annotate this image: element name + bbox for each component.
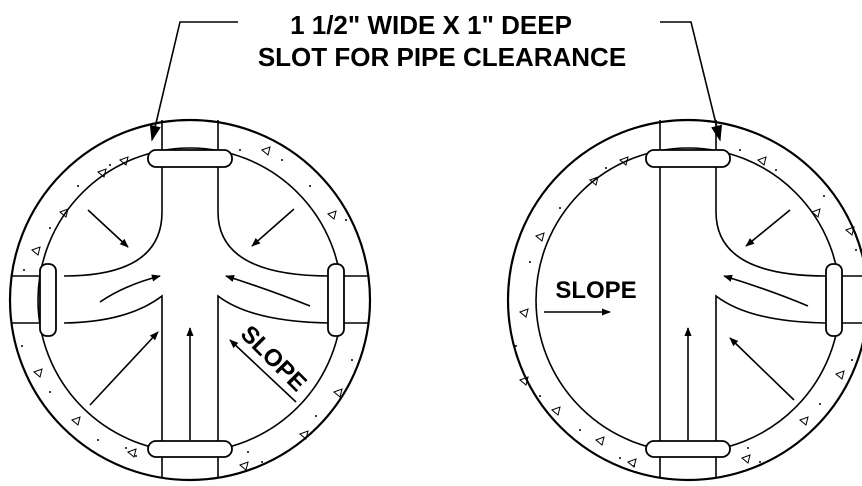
right-slope-label: SLOPE — [555, 277, 636, 304]
callout-leader-right — [660, 21, 723, 142]
callout-line-2: SLOT FOR PIPE CLEARANCE — [258, 42, 626, 72]
left-channel-lines — [63, 150, 331, 442]
right-pipe-slot-bottom — [645, 440, 731, 458]
callout-line-1: 1 1/2" WIDE X 1" DEEP — [290, 10, 572, 40]
right-outer-wall — [506, 118, 862, 482]
left-pipe-slot-west — [39, 263, 57, 337]
left-pipe-slot-east — [327, 263, 345, 337]
callout-leader-left — [149, 21, 238, 142]
left-pipe-slot-bottom — [147, 440, 233, 458]
left-pipe-openings — [12, 120, 368, 478]
right-manhole: SLOPE — [506, 118, 862, 482]
left-flow-arrows — [87, 208, 311, 440]
left-concrete-stipple — [21, 146, 353, 471]
left-manhole: SLOPE — [8, 118, 372, 482]
left-slope-label: SLOPE — [235, 320, 312, 397]
left-pipe-slot-top — [147, 149, 233, 168]
right-flow-arrows — [544, 209, 809, 440]
left-outer-wall — [8, 118, 372, 482]
right-concrete-stipple — [515, 149, 857, 468]
right-pipe-slot-east — [825, 263, 843, 337]
right-pipe-slot-top — [645, 149, 731, 168]
right-channel-lines — [659, 150, 827, 442]
